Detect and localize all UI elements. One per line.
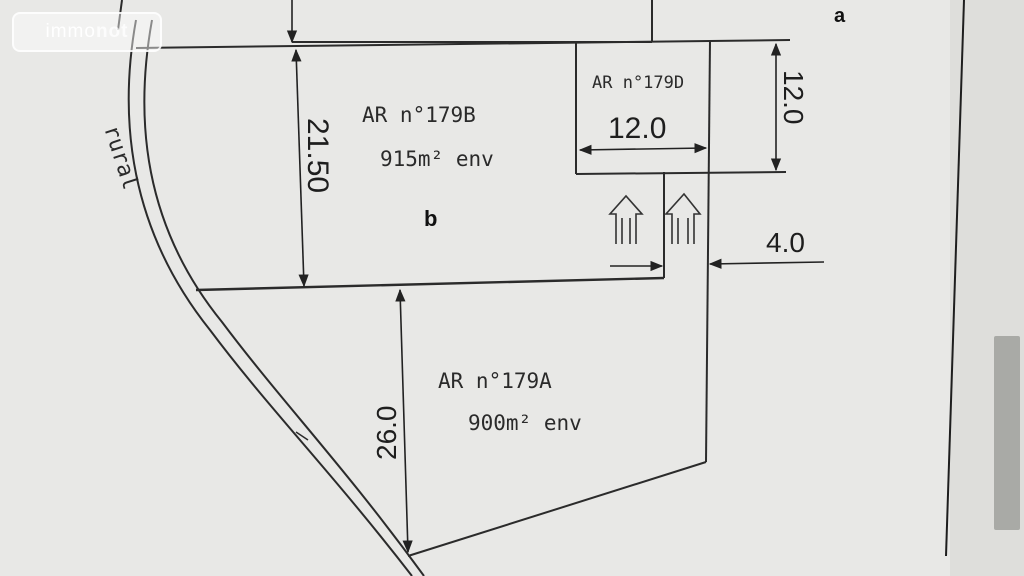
parcel-179d-right — [705, 39, 711, 463]
scrollbar[interactable] — [994, 336, 1020, 530]
road-top-edge — [117, 0, 123, 31]
dim-access-width: 4.0 — [766, 227, 805, 258]
access-arrow-icon — [664, 192, 702, 244]
dim-179d-width: 12.0 — [608, 112, 666, 145]
dim-line-179b-height — [291, 48, 309, 288]
access-arrow-icon — [608, 194, 644, 244]
dim-line-access-right — [708, 258, 825, 269]
parcel-179d-ref: AR n°179D — [592, 73, 684, 93]
dim-line-179d-width — [578, 143, 708, 155]
parcel-179d-bottom — [575, 171, 787, 175]
parcel-179b-area: 915m² env — [380, 147, 494, 171]
parcel-179a-ref: AR n°179A — [438, 369, 552, 393]
parcel-179b-ref: AR n°179B — [362, 103, 476, 127]
road-edge-inner — [143, 19, 425, 576]
far-right-boundary — [945, 0, 965, 557]
zone-label: b — [424, 206, 437, 231]
parcel-179b-top — [135, 39, 791, 49]
dim-179a-height: 26.0 — [371, 406, 402, 461]
parcel-179a-area: 900m² env — [468, 411, 582, 435]
road-edge-outer — [127, 19, 413, 576]
dim-line-179a-height — [395, 288, 413, 554]
watermark-part2: not — [95, 21, 129, 42]
dim-179b-height: 21.50 — [301, 118, 334, 193]
watermark-part1: immo — [45, 21, 96, 42]
dim-179d-height: 12.0 — [778, 70, 809, 125]
parcel-179a-bottom — [407, 461, 707, 557]
parcel-179b-bottom — [195, 276, 665, 292]
road-tick — [295, 431, 309, 441]
corner-label: a — [834, 5, 846, 27]
